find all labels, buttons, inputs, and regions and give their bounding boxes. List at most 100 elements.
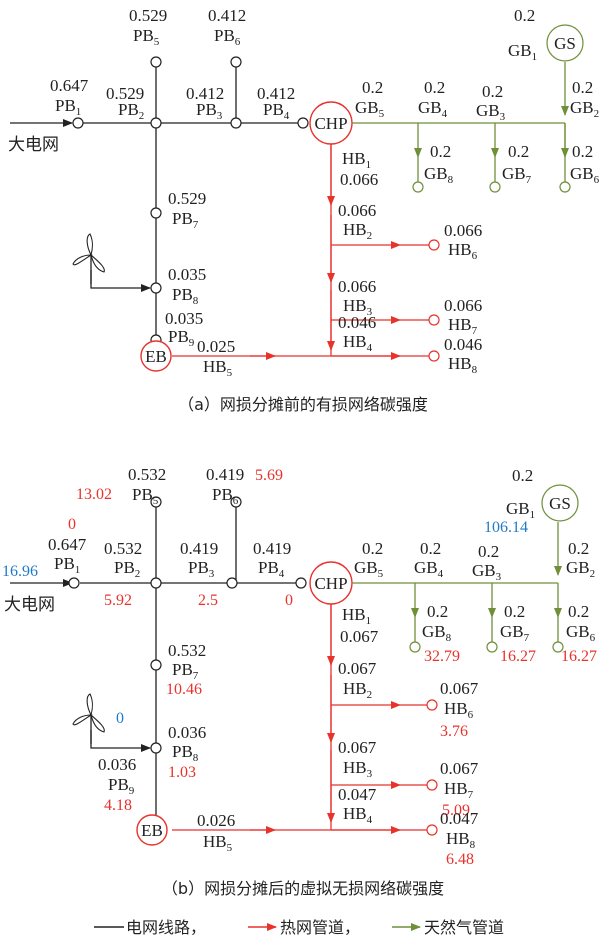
eb-label: EB bbox=[145, 347, 167, 366]
gb3-label: GB3 bbox=[472, 561, 502, 583]
node-pb7 bbox=[150, 207, 162, 219]
wind-turbine-icon bbox=[72, 693, 105, 744]
gb2-label: GB2 bbox=[566, 558, 595, 580]
pb1-extra: 16.96 bbox=[2, 563, 38, 580]
pb8-label: PB8 bbox=[172, 285, 199, 307]
grid-label: 大电网 bbox=[4, 595, 55, 615]
gb4-label: GB4 bbox=[418, 98, 448, 120]
hb5-value: 0.026 bbox=[197, 811, 235, 830]
node-pb2 bbox=[150, 117, 162, 129]
node-pb8 bbox=[150, 742, 162, 754]
pb3-label: PB3 bbox=[196, 100, 223, 122]
gb8-label: GB8 bbox=[422, 622, 452, 644]
pb1-label: PB1 bbox=[55, 96, 81, 118]
pb2-label: PB2 bbox=[114, 558, 140, 580]
node-gb6 bbox=[559, 181, 571, 193]
node-pb7 bbox=[150, 659, 162, 671]
hb6-label: HB6 bbox=[444, 699, 474, 721]
pb8-extra: 1.03 bbox=[168, 764, 196, 781]
pb3-label: PB3 bbox=[188, 558, 215, 580]
gs-unit bbox=[546, 24, 584, 62]
node-gb8 bbox=[412, 181, 424, 193]
node-hb7 bbox=[428, 314, 440, 326]
node-pb4 bbox=[297, 117, 309, 129]
hb3-label: HB3 bbox=[343, 296, 373, 318]
hb7-label: HB7 bbox=[448, 315, 478, 337]
pb1-label: PB1 bbox=[54, 554, 80, 576]
gs-label: GS bbox=[549, 494, 571, 513]
pb7-value: 0.532 bbox=[168, 641, 206, 660]
hb8-label: HB8 bbox=[448, 354, 478, 376]
node-pb4 bbox=[295, 577, 307, 589]
wind-feed-line bbox=[90, 270, 151, 292]
pb1-value: 0.647 bbox=[50, 76, 89, 95]
gb1-value: 0.2 bbox=[512, 466, 533, 485]
hb1-value: 0.067 bbox=[340, 627, 379, 646]
caption-b: （b）网损分摊后的虚拟无损网络碳强度 bbox=[162, 879, 444, 898]
gb3-value: 0.2 bbox=[482, 82, 503, 101]
node-pb6 bbox=[230, 56, 242, 68]
hb4-value: 0.046 bbox=[338, 313, 376, 332]
gb5-value: 0.2 bbox=[362, 78, 383, 97]
chp-label: CHP bbox=[314, 114, 347, 133]
pb6-value: 0.419 bbox=[206, 465, 244, 484]
hb2-label: HB2 bbox=[343, 679, 372, 701]
gb3-label: GB3 bbox=[476, 101, 506, 123]
gb8-extra: 32.79 bbox=[424, 648, 460, 665]
hb8-value: 0.047 bbox=[440, 809, 479, 828]
hb3-value: 0.067 bbox=[338, 738, 377, 757]
hb5-label: HB5 bbox=[203, 357, 233, 379]
eb-label: EB bbox=[141, 821, 163, 840]
gb7-label: GB7 bbox=[500, 622, 530, 644]
pb2-value: 0.532 bbox=[104, 539, 142, 558]
node-pb1 bbox=[72, 117, 84, 129]
gb1-label: GB1 bbox=[508, 41, 537, 63]
gb6-label: GB6 bbox=[566, 622, 596, 644]
hb6-label: HB6 bbox=[448, 240, 478, 262]
gb1-extra: 106.14 bbox=[484, 519, 528, 536]
pb3-value: 0.412 bbox=[186, 84, 224, 103]
gb4-value: 0.2 bbox=[424, 78, 445, 97]
pb9-value: 0.035 bbox=[165, 309, 203, 328]
gs-label: GS bbox=[554, 34, 576, 53]
node-pb5 bbox=[150, 56, 162, 68]
legend-gas-label: 天然气管道 bbox=[424, 918, 504, 937]
pb3-value: 0.419 bbox=[180, 539, 218, 558]
gb7-value: 0.2 bbox=[504, 602, 525, 621]
pb7-extra: 10.46 bbox=[166, 681, 202, 698]
pb6-label: PB6 bbox=[214, 26, 241, 48]
pb6-value: 0.412 bbox=[208, 6, 246, 25]
hb6-value: 0.066 bbox=[444, 221, 482, 240]
pb6-extra: 5.69 bbox=[255, 467, 283, 484]
pb7-label: PB7 bbox=[172, 209, 199, 231]
gb6-label: GB6 bbox=[570, 164, 600, 186]
hb1-label: HB1 bbox=[342, 149, 371, 171]
hb8-label: HB8 bbox=[446, 829, 476, 851]
grid-label: 大电网 bbox=[8, 135, 59, 155]
node-hb6 bbox=[428, 239, 440, 251]
pb9-label: PB9 bbox=[168, 327, 195, 349]
hb7-value: 0.066 bbox=[444, 296, 482, 315]
pb5-extra2: 0 bbox=[68, 516, 76, 533]
hb4-label: HB4 bbox=[343, 332, 373, 354]
node-pb6 bbox=[230, 496, 242, 508]
pb5-extra: 13.02 bbox=[76, 486, 112, 503]
gb8-label: GB8 bbox=[424, 164, 454, 186]
pb4-extra: 0 bbox=[285, 592, 293, 609]
wind-extra: 0 bbox=[116, 710, 124, 727]
node-gb7 bbox=[486, 641, 498, 653]
pb5-value: 0.529 bbox=[129, 6, 167, 25]
gb2-value: 0.2 bbox=[568, 539, 589, 558]
node-gb7 bbox=[489, 181, 501, 193]
legend: 电网线路， 热网管道， 天然气管道 bbox=[94, 918, 504, 937]
gb1-value: 0.2 bbox=[514, 6, 535, 25]
gb5-label: GB5 bbox=[354, 558, 384, 580]
hb7-extra: 5.09 bbox=[442, 802, 470, 819]
gb7-extra: 16.27 bbox=[500, 648, 536, 665]
node-gb8 bbox=[409, 641, 421, 653]
hb5-value: 0.025 bbox=[197, 337, 235, 356]
gb2-value: 0.2 bbox=[572, 78, 593, 97]
gb2-label: GB2 bbox=[570, 98, 599, 120]
pb4-label: PB4 bbox=[263, 100, 290, 122]
